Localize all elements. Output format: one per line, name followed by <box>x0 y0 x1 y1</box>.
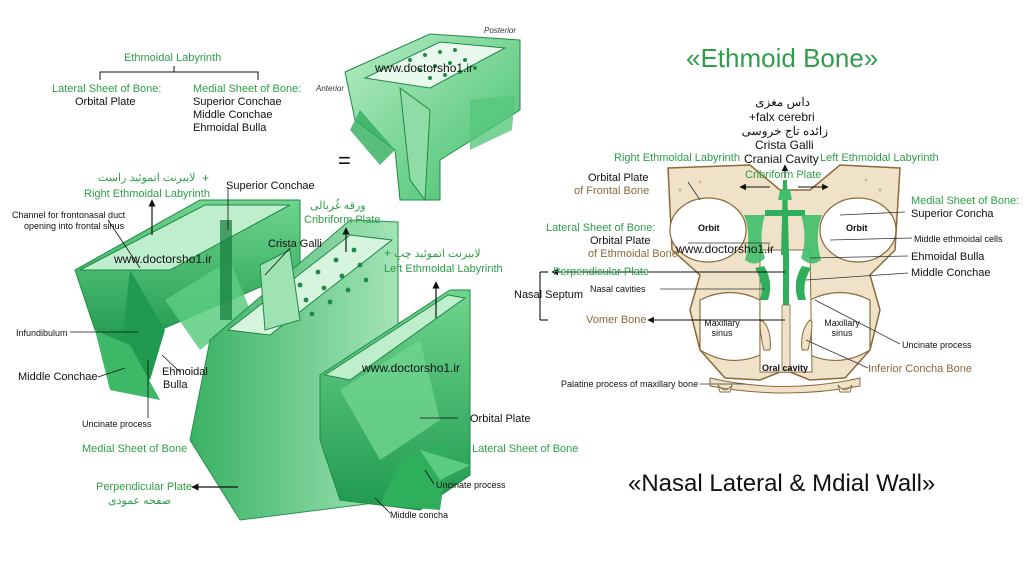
nasal-septum-label: Nasal Septum <box>514 289 584 301</box>
orientation-posterior: Posterior <box>484 26 517 35</box>
lateral-sheet-label: Lateral Sheet of Bone <box>472 443 579 455</box>
left-labyrinth-label-r: Left Ethmoidal Labyrinth <box>820 152 939 164</box>
watermark-top: www.doctorsho1.ir <box>375 61 474 75</box>
main-title: «Ethmoid Bone» <box>686 43 879 73</box>
orbital-plate-frontal-2: of Frontal Bone <box>574 185 650 197</box>
watermark-right: www.doctorsho1.ir <box>676 242 775 256</box>
channel-label-1: Channel for frontonasal duct <box>12 210 126 220</box>
cribriform-fa: ورقه غُربالی <box>310 200 366 212</box>
top-label-crista: Crista Galli <box>755 138 814 152</box>
medial-item-bulla: Ehmoidal Bulla <box>193 122 267 134</box>
palatine-process-label: Palatine process of maxillary bone <box>561 379 699 389</box>
ethmoidal-label: Ehmoidal <box>162 366 208 378</box>
uncinate-label-left: Uncinate process <box>82 419 152 429</box>
maxillary-sinus-left-1: Maxillary <box>704 318 740 328</box>
oral-cavity-label: Oral cavity <box>762 363 809 373</box>
middle-conchae-label-r: Middle Conchae <box>911 267 991 279</box>
left-labyrinth-fa: لابیرنت اتموئید چپ <box>394 248 481 260</box>
left-labyrinth-label: Left Ethmoidal Labyrinth <box>384 263 503 275</box>
right-arrows <box>539 164 829 324</box>
maxillary-sinus-right-1: Maxillary <box>824 318 860 328</box>
channel-label-2: opening into frontal sinus <box>24 221 125 231</box>
lateral-sheet-title-r: Lateral Sheet of Bone: <box>546 222 656 234</box>
hierarchy-root-label: Ethmoidal Labyrinth <box>124 52 222 64</box>
left-arrows <box>148 199 440 491</box>
equals-sign: = <box>338 148 351 173</box>
hierarchy-connectors <box>99 66 259 80</box>
cribriform-label-r: Cribriform Plate <box>745 169 822 181</box>
lateral-sheet-title: Lateral Sheet of Bone: <box>52 83 162 95</box>
maxillary-sinus-left-2: sinus <box>711 328 733 338</box>
watermark-mid-left: www.doctorsho1.ir <box>114 252 213 266</box>
medial-sheet-title: Medial Sheet of Bone: <box>193 83 302 95</box>
right-leader-lines <box>660 181 913 385</box>
inferior-concha-label: Inferior Concha Bone <box>868 363 972 375</box>
nasal-cavities-label: Nasal cavities <box>590 284 646 294</box>
coronal-section <box>667 164 901 394</box>
orbital-plate-label: Orbital Plate <box>470 413 531 425</box>
top-label-cranial: Cranial Cavity <box>744 152 819 166</box>
uncinate-label-r: Uncinate process <box>902 340 972 350</box>
left-labyrinth-3d <box>319 289 471 511</box>
left-leader-lines <box>70 188 458 514</box>
bottom-title: «Nasal Lateral & Mdial Wall» <box>628 470 936 497</box>
top-label-falx: +falx cerebri <box>749 110 815 124</box>
crista-galli-label: Crista Galli <box>268 238 322 250</box>
orbital-plate-frontal-1: Orbital Plate <box>588 172 649 184</box>
medial-item-middle: Middle Conchae <box>193 109 273 121</box>
perpendicular-plate-label: Perpendicular Plate <box>96 481 193 493</box>
orbit-left-label: Orbit <box>698 223 720 233</box>
right-labyrinth-fa: لابیرنت اتموئید راست <box>98 172 196 184</box>
bulla-label: Bulla <box>163 379 188 391</box>
orbit-right-label: Orbit <box>846 223 868 233</box>
left-labyrinth-plus: + <box>384 246 392 260</box>
right-labyrinth-3d <box>74 199 301 400</box>
superior-concha-label: Superior Concha <box>911 208 994 220</box>
middle-conchae-label: Middle Conchae <box>18 371 98 383</box>
infundibulum-label: Infundibulum <box>16 328 68 338</box>
right-labyrinth-label-r: Right Ethmoidal Labyrinth <box>614 152 740 164</box>
perpendicular-plate-label-r: Perpendicular Plate <box>553 266 650 278</box>
right-labyrinth-plus: + <box>202 171 210 185</box>
top-label-crista-fa: زائده تاج خروسی <box>741 124 828 138</box>
cribriform-label: Cribriform Plate <box>304 214 381 226</box>
lateral-sheet-orbital-plate: Orbital Plate <box>75 96 136 108</box>
maxillary-sinus-right-2: sinus <box>831 328 853 338</box>
superior-conchae-label: Superior Conchae <box>226 180 315 192</box>
top-label-falx-fa: داس مغزی <box>755 95 810 109</box>
watermark-bottom-left: www.doctorsho1.ir <box>362 361 461 375</box>
ethmoidal-bulla-label-r: Ehmoidal Bulla <box>911 251 985 263</box>
middle-concha-label: Middle concha <box>390 510 449 520</box>
ethmoid-3d-small <box>344 33 521 202</box>
orientation-anterior: Anterior <box>316 84 345 93</box>
medial-item-superior: Superior Conchae <box>193 96 282 108</box>
right-labyrinth-label: Right Ethmoidal Labyrinth <box>84 188 210 200</box>
orbital-plate-ethmoid-1: Orbital Plate <box>590 235 651 247</box>
medial-sheet-title-r: Medial Sheet of Bone: <box>911 195 1020 207</box>
perpendicular-plate-fa: صفحه عمودی <box>108 495 172 507</box>
middle-ethmoidal-cells-label: Middle ethmoidal cells <box>914 234 1003 244</box>
uncinate-label-right: Uncinate process <box>436 480 506 490</box>
vomer-bone-label: Vomer Bone <box>586 314 647 326</box>
orbital-plate-ethmoid-2: of Ethmoidal Bone <box>588 248 678 260</box>
medial-sheet-label: Medial Sheet of Bone <box>82 443 188 455</box>
